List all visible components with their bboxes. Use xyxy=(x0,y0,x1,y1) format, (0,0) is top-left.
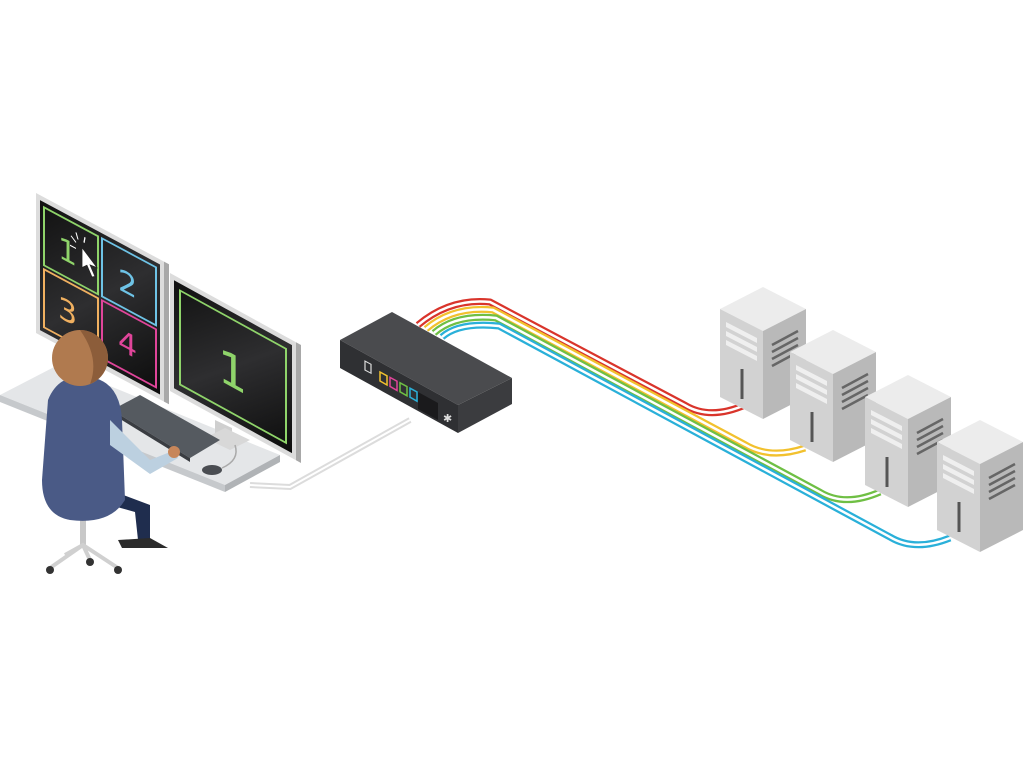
usb-port-icon xyxy=(364,360,372,375)
display-panel xyxy=(418,392,438,420)
server-3 xyxy=(865,375,951,507)
kvm-switch: ✱ xyxy=(340,312,512,433)
mouse-cursor-icon xyxy=(70,232,98,278)
quadrant-1[interactable]: 1 xyxy=(43,205,99,296)
port-2-indicator xyxy=(389,376,398,392)
vent xyxy=(988,476,1016,494)
drive-bay xyxy=(726,322,757,343)
server-2 xyxy=(790,330,876,462)
right-monitor: 1 xyxy=(170,273,301,464)
vent xyxy=(916,417,944,435)
quadrant-4[interactable]: 4 xyxy=(101,298,157,389)
port-4-indicator xyxy=(409,386,418,403)
drive-bay xyxy=(796,383,827,404)
drive-bay xyxy=(726,340,757,361)
vent xyxy=(988,462,1016,480)
drive-bay xyxy=(726,331,757,352)
drive-bay xyxy=(943,464,974,485)
vent xyxy=(841,386,869,404)
vent xyxy=(771,343,799,361)
port-3-indicator xyxy=(399,381,408,398)
logo-icon: ✱ xyxy=(443,412,452,425)
servers xyxy=(720,287,1023,552)
server-4 xyxy=(937,420,1023,552)
network-cables xyxy=(415,297,952,549)
drive-bay xyxy=(796,374,827,395)
drive-bay xyxy=(871,410,902,431)
drive-bay xyxy=(871,419,902,440)
drive-bay xyxy=(796,365,827,386)
chair xyxy=(46,515,122,574)
drive-bay xyxy=(943,473,974,494)
quadrant-2-label: 2 xyxy=(118,261,137,307)
drive-bay xyxy=(871,428,902,449)
vent xyxy=(916,424,944,442)
vent xyxy=(988,469,1016,487)
vent xyxy=(841,372,869,390)
quadrant-1-label: 1 xyxy=(58,229,77,275)
vent xyxy=(841,393,869,411)
vent xyxy=(916,431,944,449)
vent xyxy=(841,379,869,397)
server-1 xyxy=(720,287,806,419)
vent xyxy=(988,483,1016,501)
mouse[interactable] xyxy=(202,465,222,475)
port-1-indicator xyxy=(379,370,388,387)
quadrant-2[interactable]: 2 xyxy=(101,236,157,327)
keyboard[interactable] xyxy=(112,395,220,458)
drive-bay xyxy=(943,455,974,476)
vent xyxy=(771,336,799,354)
vent xyxy=(771,329,799,347)
quadrant-4-label: 4 xyxy=(118,321,137,367)
person xyxy=(42,330,180,548)
quadrant-3-label: 3 xyxy=(58,289,77,335)
